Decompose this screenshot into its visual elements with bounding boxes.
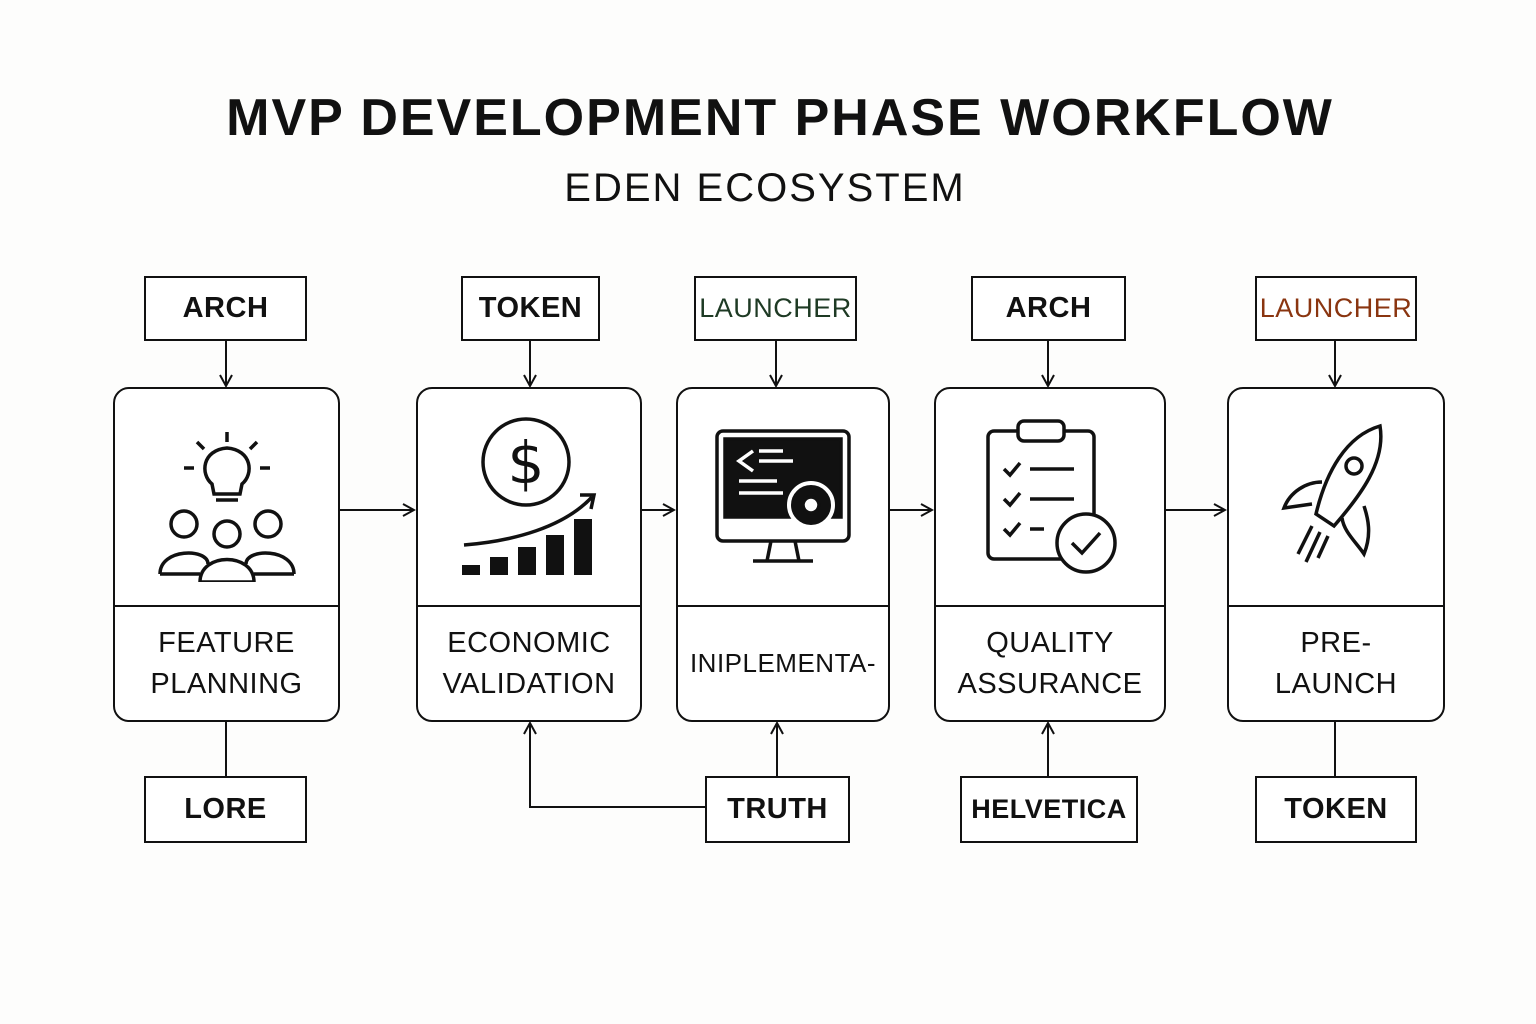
tag-label: TRUTH [727,793,828,825]
tag-lore: LORE [144,776,307,843]
phase-quality-assurance: QUALITY ASSURANCE [934,387,1166,722]
tag-token-top: TOKEN [461,276,600,341]
svg-text:$: $ [508,429,545,497]
phase-label: QUALITY ASSURANCE [957,626,1143,700]
phase-implementation: INIPLEMENTA- [676,387,890,722]
phase-economic-validation: $ ECONOMIC VALIDATION [416,387,642,722]
tag-helvetica: HELVETICA [960,776,1138,843]
lightbulb-team-icon [115,389,338,607]
phase-label: PRE- LAUNCH [1274,626,1398,700]
phase-feature-planning: FEATURE PLANNING [113,387,340,722]
tag-launcher-top-1: LAUNCHER [694,276,857,341]
arrow-truth-to-validation [530,723,705,808]
rocket-icon [1229,389,1443,607]
dollar-growth-icon: $ [418,389,640,607]
tag-label: LAUNCHER [699,293,852,323]
tag-label: TOKEN [478,292,583,324]
tag-label: HELVETICA [971,794,1127,824]
tag-label: ARCH [182,292,269,324]
phase-pre-launch: PRE- LAUNCH [1227,387,1445,722]
tag-launcher-top-2: LAUNCHER [1255,276,1417,341]
tag-token-bottom: TOKEN [1255,776,1417,843]
tag-label: ARCH [1005,292,1092,324]
phase-label: ECONOMIC VALIDATION [442,626,616,700]
tag-label: TOKEN [1284,793,1388,825]
phase-label: FEATURE PLANNING [150,626,303,700]
tag-truth: TRUTH [705,776,850,843]
tag-arch-top-1: ARCH [144,276,307,341]
tag-label: LORE [184,793,267,825]
phase-label: INIPLEMENTA- [689,648,877,678]
diagram-title: MVP DEVELOPMENT PHASE WORKFLOW [226,89,1334,147]
diagram-subtitle: EDEN ECOSYSTEM [564,166,966,210]
tag-label: LAUNCHER [1259,293,1413,323]
computer-code-gear-icon [678,389,888,607]
tag-arch-top-2: ARCH [971,276,1126,341]
clipboard-check-icon [936,389,1164,607]
